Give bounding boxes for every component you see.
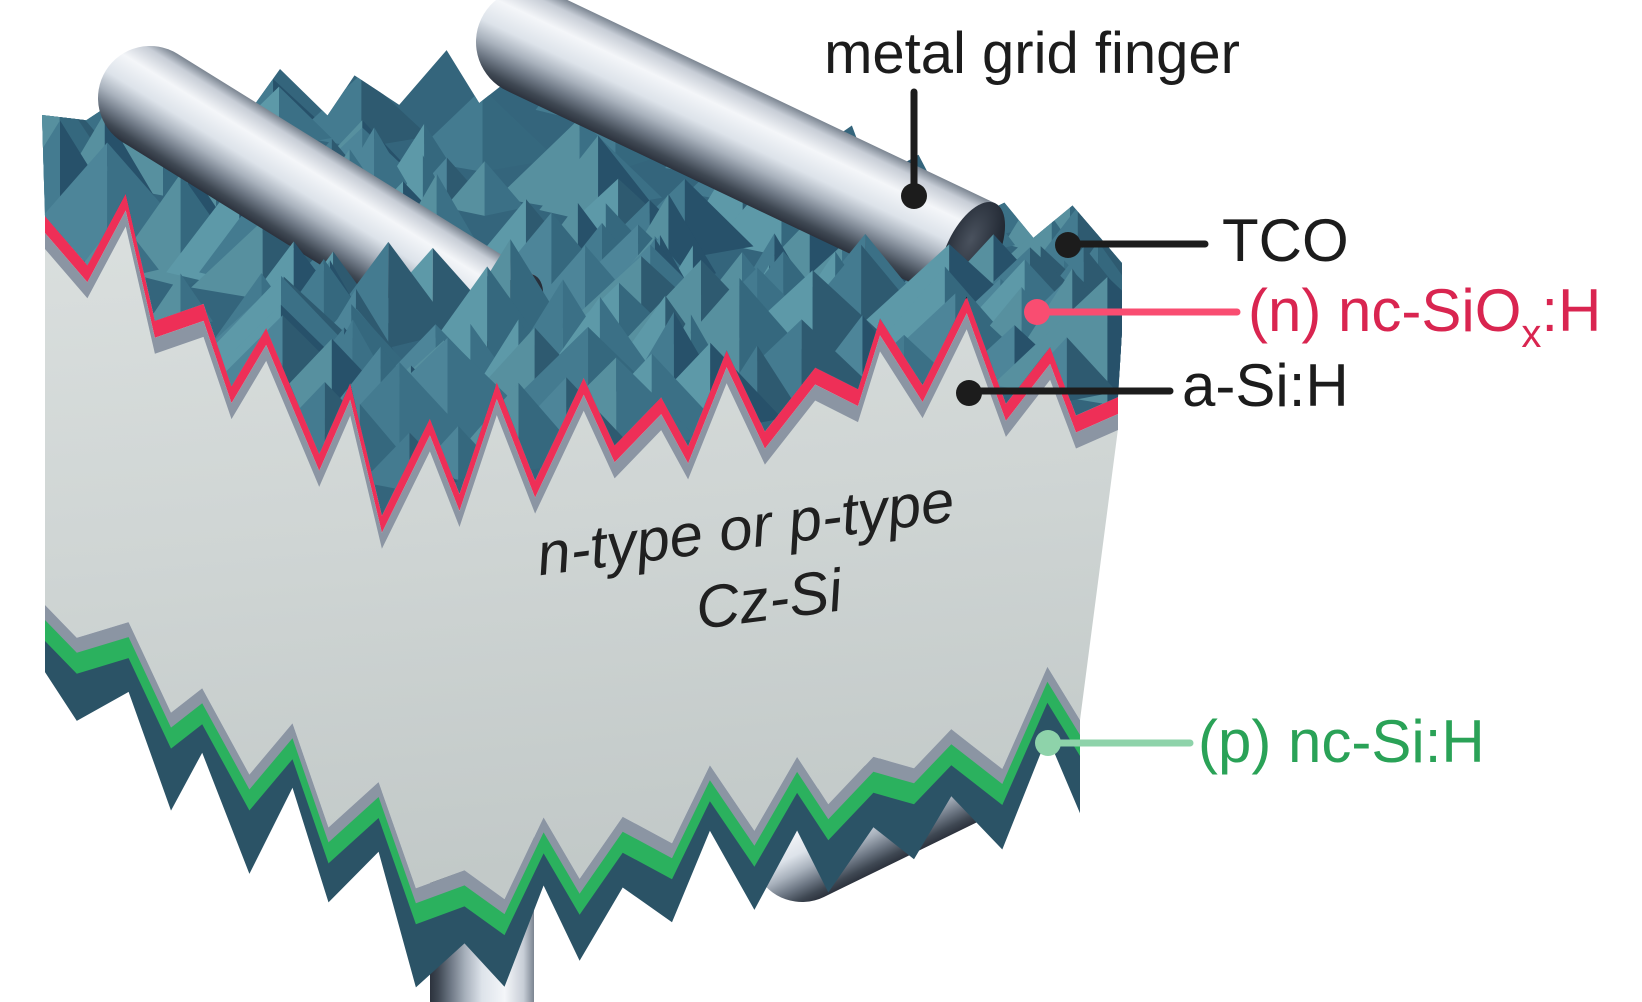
n-layer-label: (n) nc-SiOx:H: [1248, 277, 1601, 356]
tco-label: TCO: [1222, 207, 1349, 274]
n-layer-leader-dot: [1024, 299, 1050, 325]
metal-grid-finger-leader-dot: [901, 183, 927, 209]
annotation-n-layer: (n) nc-SiOx:H: [1024, 277, 1601, 356]
wafer-cross-section: [45, 193, 1118, 988]
annotation-p-layer: (p) nc-Si:H: [1035, 708, 1485, 775]
annotation-tco: TCO: [1055, 207, 1349, 274]
metal-grid-finger-label: metal grid finger: [824, 21, 1240, 86]
annotation-metal-grid-finger: metal grid finger: [824, 21, 1240, 209]
p-layer-label: (p) nc-Si:H: [1198, 708, 1485, 775]
p-layer-leader-dot: [1035, 730, 1061, 756]
a-si-h-leader-dot: [956, 380, 982, 406]
annotation-a-si-h: a-Si:H: [956, 352, 1349, 419]
a-si-h-label: a-Si:H: [1182, 352, 1349, 419]
tco-leader-dot: [1055, 232, 1081, 258]
